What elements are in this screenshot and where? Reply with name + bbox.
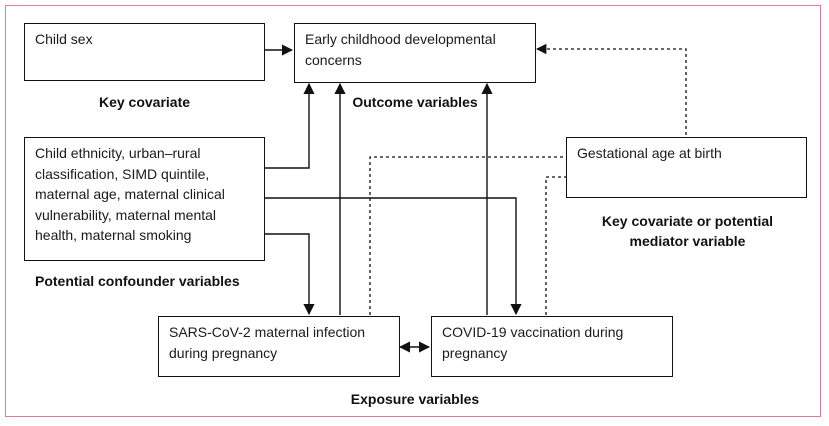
caption-exposure-variables: Exposure variables xyxy=(350,391,480,407)
arrow-confounders-to-outcome xyxy=(265,82,315,169)
dashed-line-infection-to-gestational xyxy=(369,156,566,315)
node-child-sex: Child sex xyxy=(24,23,265,81)
dashed-line-vaccination-to-gestational xyxy=(545,176,566,315)
caption-key-covariate: Key covariate xyxy=(98,94,191,110)
dashed-arrow-gestational-to-outcome xyxy=(535,43,687,135)
figure-frame xyxy=(5,5,821,417)
arrow-confounders-to-infection xyxy=(265,233,315,316)
arrow-confounders-to-vaccination xyxy=(265,197,522,316)
node-confounders: Child ethnicity, urban–rural classificat… xyxy=(24,137,265,261)
node-vaccination: COVID-19 vaccination during pregnancy xyxy=(431,316,673,377)
caption-mediator: Key covariate or potential mediator vari… xyxy=(601,213,774,249)
node-gestational-age: Gestational age at birth xyxy=(566,137,807,198)
caption-potential-confounders: Potential confounder variables xyxy=(35,273,240,289)
caption-outcome-variables: Outcome variables xyxy=(352,94,478,110)
node-outcome: Early childhood developmental concerns xyxy=(294,23,536,83)
node-infection: SARS-CoV-2 maternal infection during pre… xyxy=(158,316,400,377)
